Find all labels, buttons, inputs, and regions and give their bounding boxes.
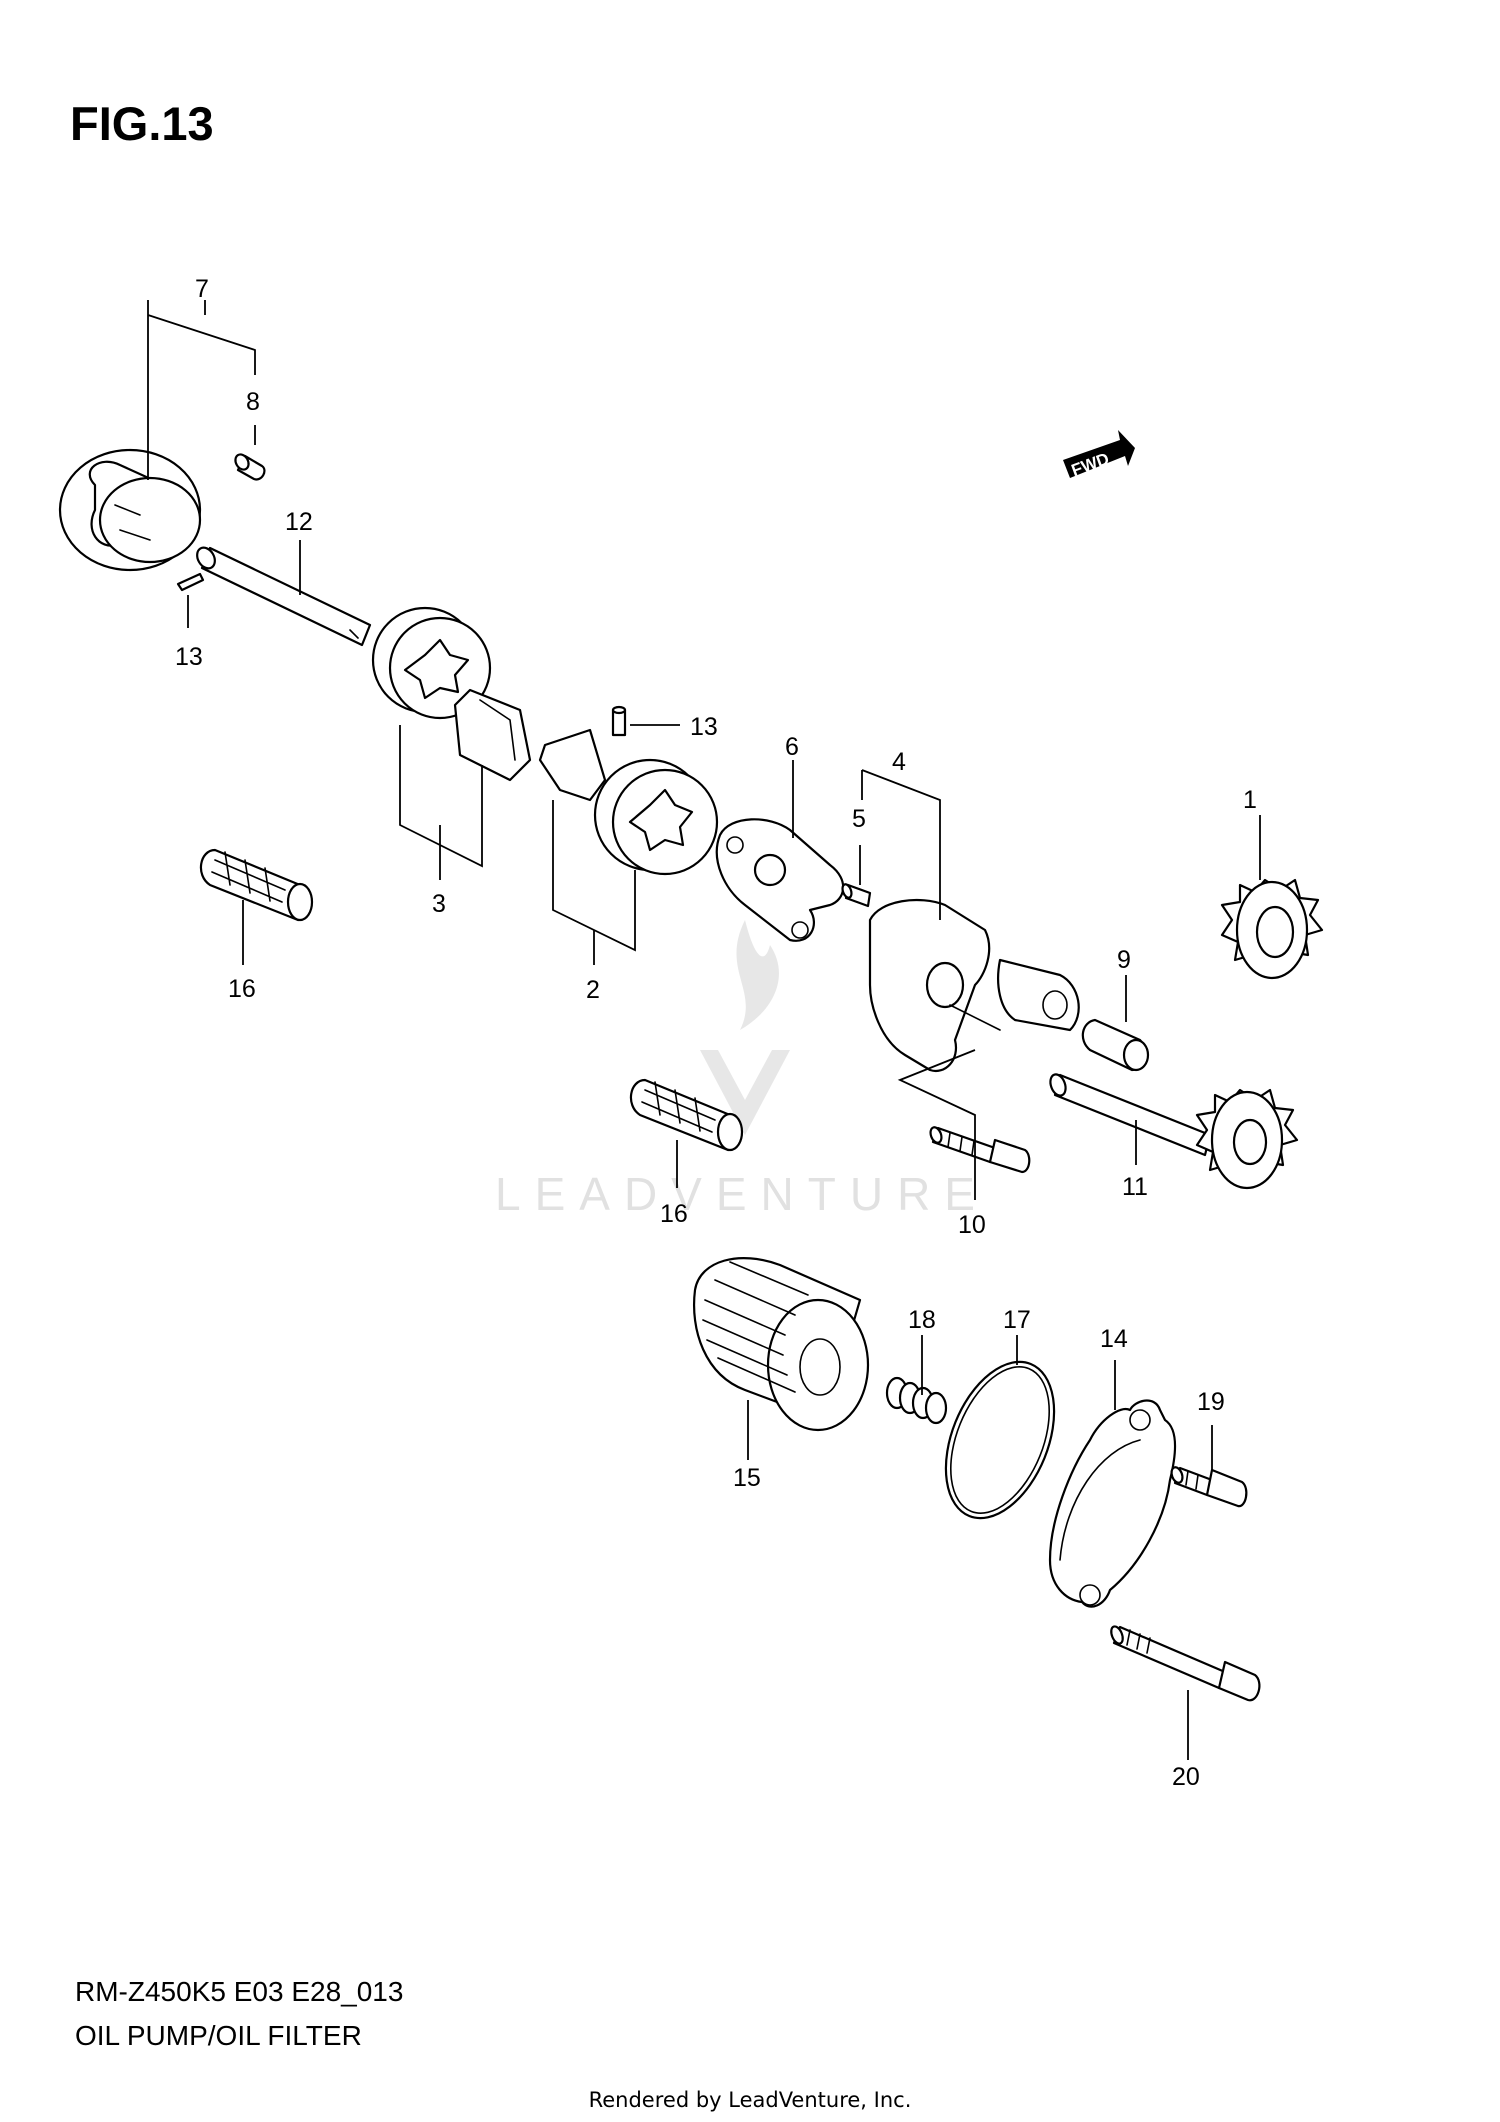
leadventure-watermark: LEADVENTURE [495, 920, 989, 1220]
callout-5: 5 [852, 805, 866, 833]
callout-18: 18 [908, 1306, 936, 1334]
bushing-part-9 [1081, 1018, 1150, 1072]
pump-case-part-7 [58, 448, 202, 572]
callout-11: 11 [1122, 1173, 1148, 1201]
fwd-label: FWD [1069, 449, 1112, 480]
pump-gear-part-1 [1220, 878, 1324, 980]
model-code: RM-Z450K5 E03 E28_013 [75, 1976, 404, 2007]
pump-shaft-part-12 [196, 546, 372, 647]
dowel-pin-part-5 [841, 883, 872, 908]
pin-part-13-middle [611, 705, 627, 737]
o-ring-part-17 [944, 1360, 1056, 1520]
oil-strainer-part-16-middle [629, 1078, 744, 1152]
spring-part-18 [885, 1376, 948, 1425]
watermark-text: LEADVENTURE [495, 1168, 989, 1220]
callout-15: 15 [733, 1464, 761, 1492]
oil-strainer-part-16-left [199, 848, 314, 922]
callout-13-middle: 13 [690, 713, 718, 741]
rotor-set-part-2 [538, 728, 719, 876]
callout-20: 20 [1172, 1763, 1200, 1791]
bolt-part-10 [929, 1126, 1031, 1174]
pin-part-8 [234, 453, 266, 481]
oil-filter-part-15 [693, 1257, 870, 1432]
callout-labels: 7 8 12 13 13 3 2 16 6 4 5 1 9 11 10 16 1… [175, 275, 1257, 1791]
callout-16-left: 16 [228, 975, 256, 1003]
rotor-set-part-3 [371, 606, 532, 782]
shaft-gear-part-11 [1049, 1073, 1299, 1190]
callout-1: 1 [1243, 786, 1257, 814]
callout-17: 17 [1003, 1306, 1031, 1334]
callout-3: 3 [432, 890, 446, 918]
callout-10: 10 [958, 1211, 986, 1239]
callout-6: 6 [785, 733, 799, 761]
bolt-part-19 [1170, 1466, 1248, 1508]
callout-2: 2 [586, 976, 600, 1004]
callout-12: 12 [285, 508, 313, 536]
leader-lines [147, 300, 1261, 1760]
render-credit: Rendered by LeadVenture, Inc. [588, 2088, 912, 2112]
callout-8: 8 [246, 388, 260, 416]
callout-19: 19 [1197, 1388, 1225, 1416]
callout-14: 14 [1100, 1325, 1128, 1353]
pin-part-13-upper [176, 572, 205, 592]
pump-body-part-4 [868, 898, 1080, 1073]
callout-9: 9 [1117, 946, 1131, 974]
pump-cover-part-6 [715, 818, 845, 942]
callout-16-middle: 16 [660, 1200, 688, 1228]
figure-title: FIG.13 [70, 97, 214, 150]
callout-13-upper: 13 [175, 643, 203, 671]
bolt-part-20 [1110, 1625, 1261, 1702]
callout-4: 4 [892, 748, 906, 776]
section-name: OIL PUMP/OIL FILTER [75, 2020, 362, 2051]
fwd-arrow-icon: FWD [1063, 430, 1135, 480]
filter-cover-part-14 [1048, 1399, 1177, 1608]
callout-7: 7 [195, 275, 209, 303]
